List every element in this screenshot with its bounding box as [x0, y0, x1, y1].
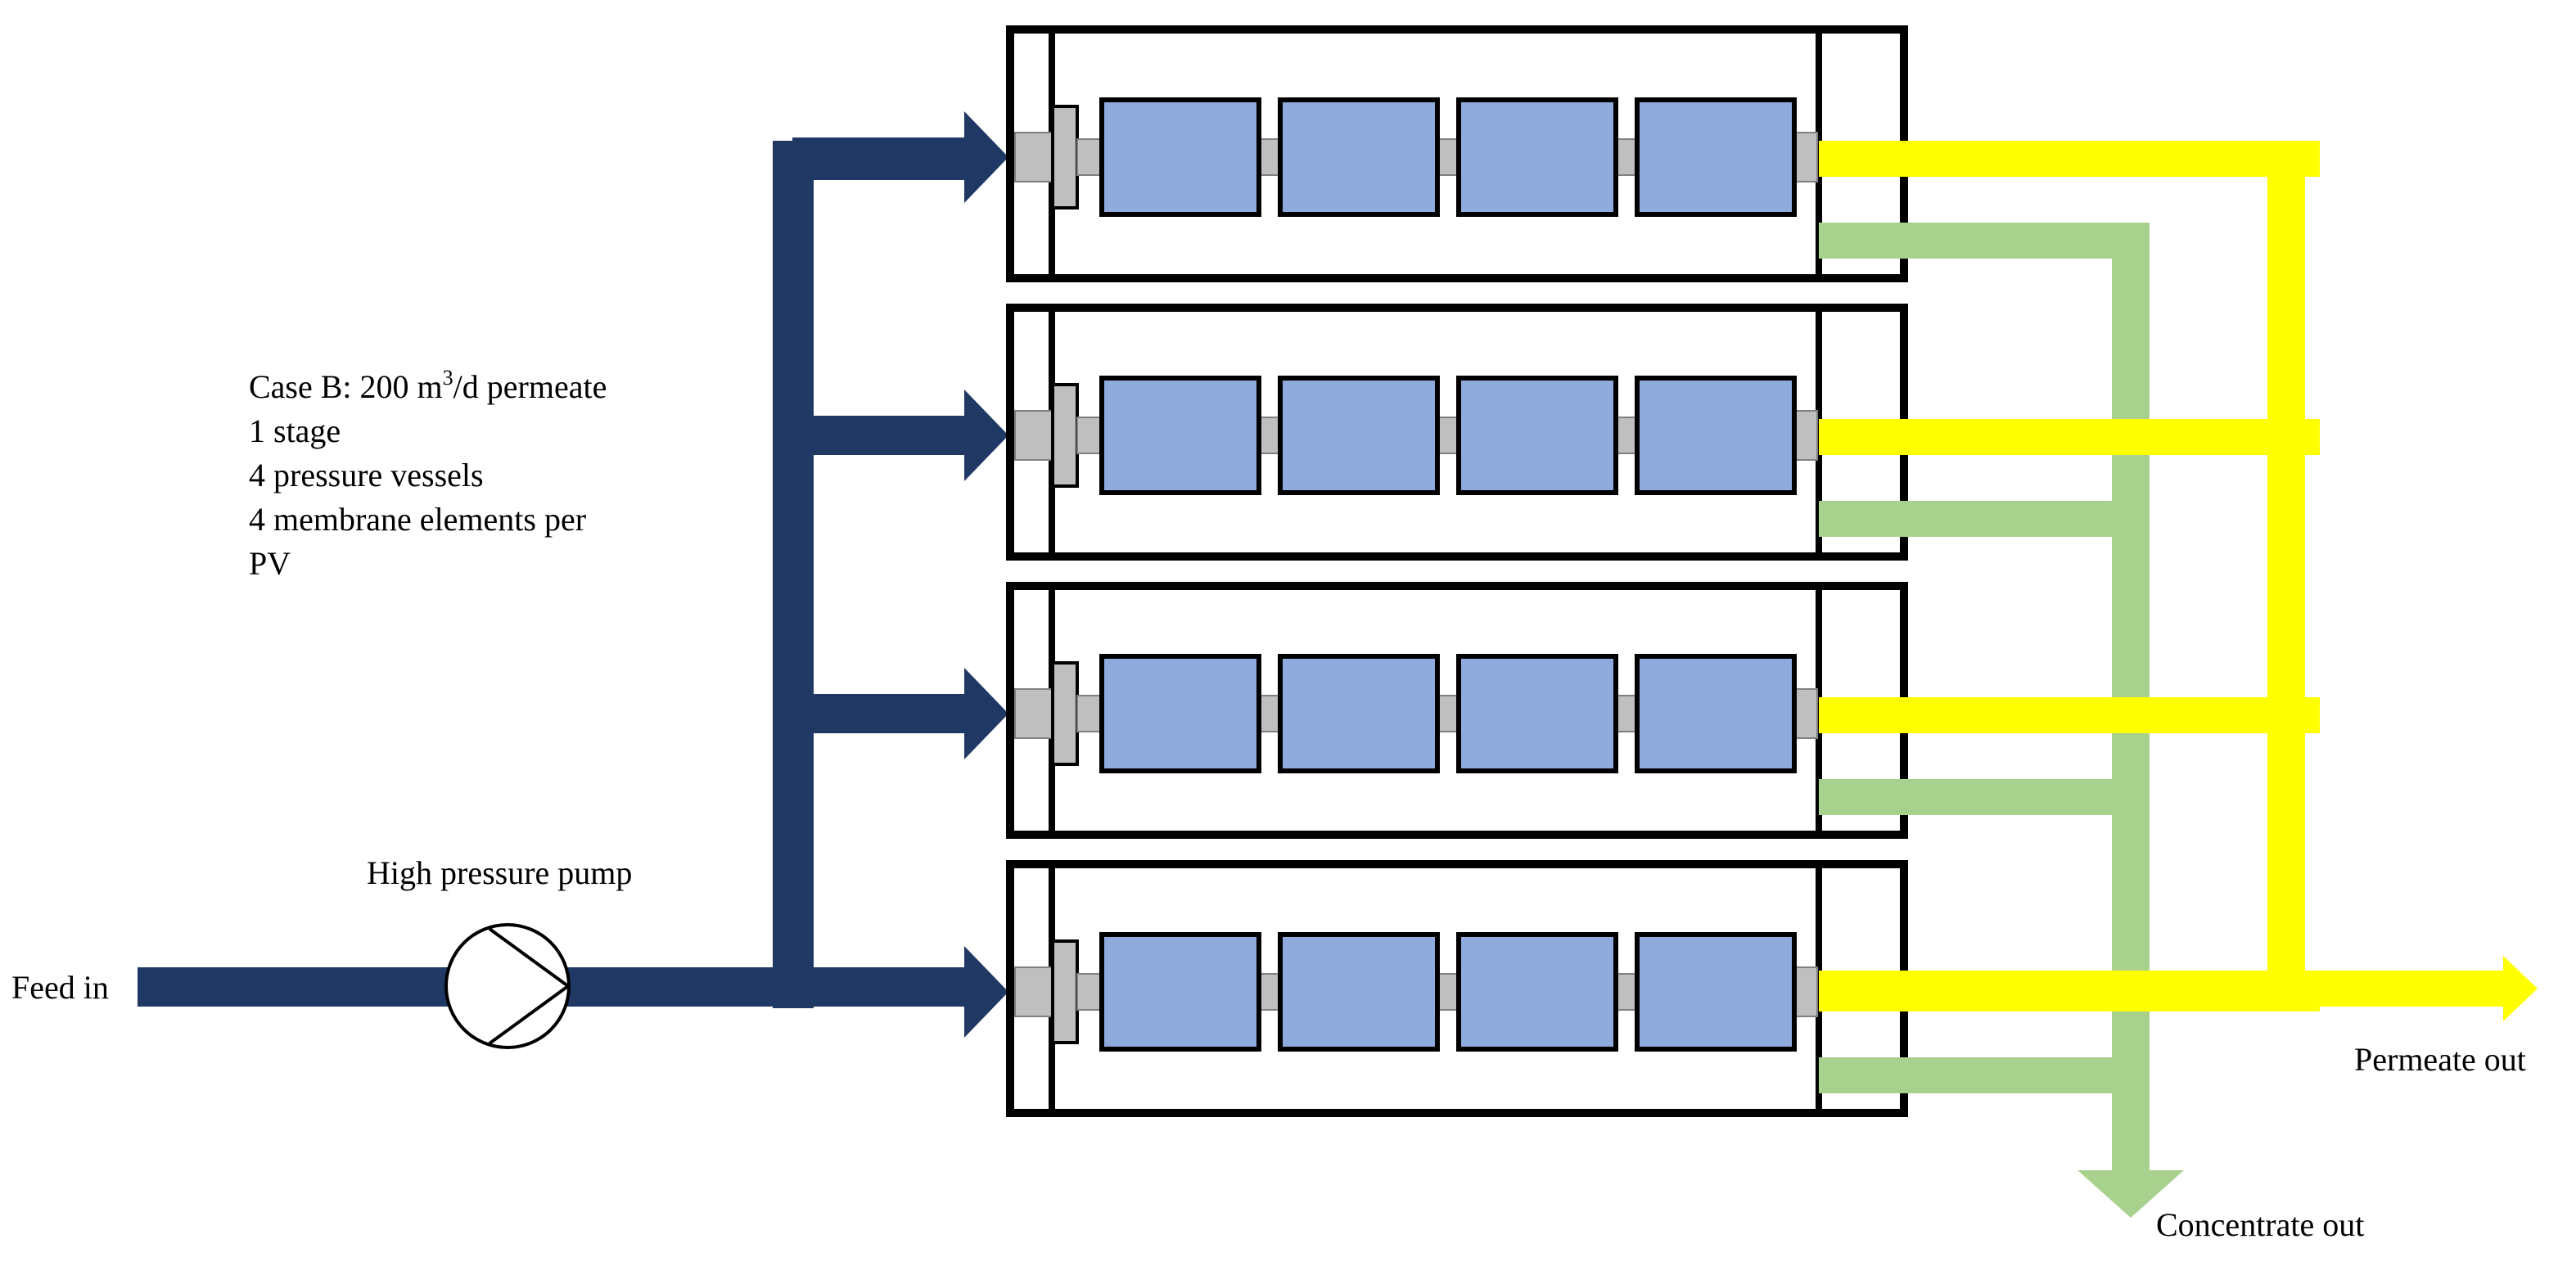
permeate-out-label: Permeate out	[2354, 1041, 2526, 1078]
inlet-flange	[1051, 661, 1079, 766]
inlet-connector	[1014, 966, 1053, 1017]
interconnector	[1258, 973, 1281, 1011]
membrane-element	[1456, 376, 1618, 495]
feed-header	[773, 141, 814, 1008]
membrane-element	[1635, 97, 1797, 217]
concentrate-out-label: Concentrate out	[2156, 1206, 2364, 1243]
interconnector	[1258, 138, 1281, 176]
inlet-connector	[1014, 132, 1053, 182]
permeate-header	[2267, 141, 2305, 1000]
interconnector	[1437, 695, 1459, 732]
case-info-line1: Case B: 200 m3/d permeate	[249, 366, 607, 405]
permeate-branch	[1819, 141, 2320, 177]
feed-lines	[138, 111, 1008, 1038]
feed-branch	[773, 141, 968, 180]
permeate-branch	[1819, 697, 2320, 733]
inlet-connector	[1014, 410, 1053, 461]
interconnector	[1258, 695, 1281, 732]
membrane-element	[1278, 654, 1440, 773]
pump-chevron	[488, 927, 571, 1045]
interconnector	[1615, 695, 1638, 732]
pump-label: High pressure pump	[367, 854, 632, 891]
membrane-element	[1099, 654, 1261, 773]
case-info: Case B: 200 m3/d permeate 1 stage 4 pres…	[249, 366, 607, 582]
pressure-vessel	[1006, 25, 1908, 282]
interconnector	[1076, 138, 1103, 176]
membrane-element	[1456, 932, 1618, 1052]
high-pressure-pump	[444, 923, 571, 1049]
feed-branch	[792, 694, 968, 733]
concentrate-branch	[1819, 501, 2148, 537]
interconnector	[1437, 417, 1459, 454]
membrane-element	[1456, 654, 1618, 773]
inlet-flange	[1051, 939, 1079, 1044]
membrane-element	[1099, 376, 1261, 495]
permeate-lines	[1819, 141, 2538, 1021]
membrane-element	[1278, 932, 1440, 1052]
interconnector	[1615, 417, 1638, 454]
interconnector	[1258, 417, 1281, 454]
interconnector	[1076, 695, 1103, 732]
case-info-line3: 4 pressure vessels	[249, 457, 484, 493]
membrane-element	[1635, 654, 1797, 773]
concentrate-arrowhead	[2077, 1170, 2184, 1218]
interconnector	[1437, 138, 1459, 176]
concentrate-branch	[1819, 1057, 2148, 1093]
interconnector	[1615, 973, 1638, 1011]
pressure-vessel	[1006, 860, 1908, 1117]
membrane-element	[1278, 376, 1440, 495]
permeate-arrowhead	[2503, 956, 2538, 1021]
pressure-vessel	[1006, 582, 1908, 839]
permeate-outlet-line	[1819, 971, 2506, 1007]
inlet-flange	[1051, 105, 1079, 209]
outlet-connector	[1793, 966, 1818, 1017]
membrane-element	[1635, 932, 1797, 1052]
feed-arrowhead	[964, 111, 1008, 203]
concentrate-branch	[1819, 779, 2148, 815]
pressure-vessel	[1006, 304, 1908, 561]
membrane-element	[1456, 97, 1618, 217]
membrane-element	[1278, 97, 1440, 217]
outlet-connector	[1793, 410, 1818, 461]
membrane-element	[1635, 376, 1797, 495]
feed-arrowhead	[964, 668, 1008, 759]
inlet-connector	[1014, 688, 1053, 739]
inlet-flange	[1051, 383, 1079, 488]
feed-arrowhead	[964, 946, 1008, 1038]
case-info-line5: PV	[249, 545, 291, 582]
concentrate-branch	[1819, 223, 2148, 259]
feed-in-label: Feed in	[11, 969, 109, 1006]
membrane-element	[1099, 97, 1261, 217]
interconnector	[1076, 973, 1103, 1011]
interconnector	[1076, 417, 1103, 454]
feed-arrowhead	[964, 390, 1008, 481]
case-info-line2: 1 stage	[249, 412, 341, 449]
outlet-connector	[1793, 688, 1818, 739]
interconnector	[1437, 973, 1459, 1011]
pressure-vessels	[1006, 25, 1908, 1117]
case-info-line4: 4 membrane elements per	[249, 501, 586, 538]
membrane-element	[1099, 932, 1261, 1052]
permeate-branch	[1819, 419, 2320, 455]
feed-branch	[792, 416, 968, 455]
outlet-connector	[1793, 132, 1818, 182]
interconnector	[1615, 138, 1638, 176]
